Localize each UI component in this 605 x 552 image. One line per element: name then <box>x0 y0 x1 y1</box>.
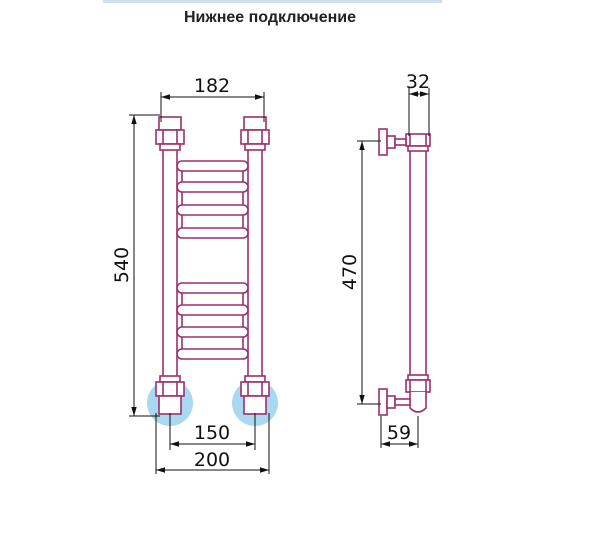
front-dimensions <box>129 92 270 474</box>
side-bottom-mount <box>378 388 411 416</box>
right-vertical-pipe <box>247 129 263 396</box>
left-top-fitting <box>155 116 185 151</box>
dim-side-depth-top: 32 <box>406 71 430 93</box>
dim-front-width-top: 182 <box>194 75 230 97</box>
page-title: Нижнее подключение <box>183 9 357 26</box>
side-view: 32 470 59 <box>339 71 431 448</box>
side-top-fitting <box>405 133 431 152</box>
dim-front-total-width: 200 <box>194 449 230 471</box>
upper-rungs <box>176 160 249 239</box>
lower-rungs <box>176 282 249 360</box>
side-bottom-fitting <box>405 374 431 413</box>
side-top-mount <box>378 128 407 156</box>
dim-side-height: 470 <box>339 254 361 290</box>
dim-side-offset-bottom: 59 <box>387 422 411 444</box>
side-dimensions <box>357 88 430 448</box>
front-view: 182 540 150 200 <box>111 75 278 474</box>
left-bottom-fitting <box>155 375 185 415</box>
top-rule <box>103 0 442 3</box>
left-vertical-pipe <box>162 129 178 396</box>
side-vertical-pipe <box>409 144 427 381</box>
dim-front-center-distance: 150 <box>194 422 230 444</box>
right-bottom-fitting <box>240 375 270 415</box>
right-top-fitting <box>240 116 270 151</box>
dim-front-height: 540 <box>111 247 133 283</box>
